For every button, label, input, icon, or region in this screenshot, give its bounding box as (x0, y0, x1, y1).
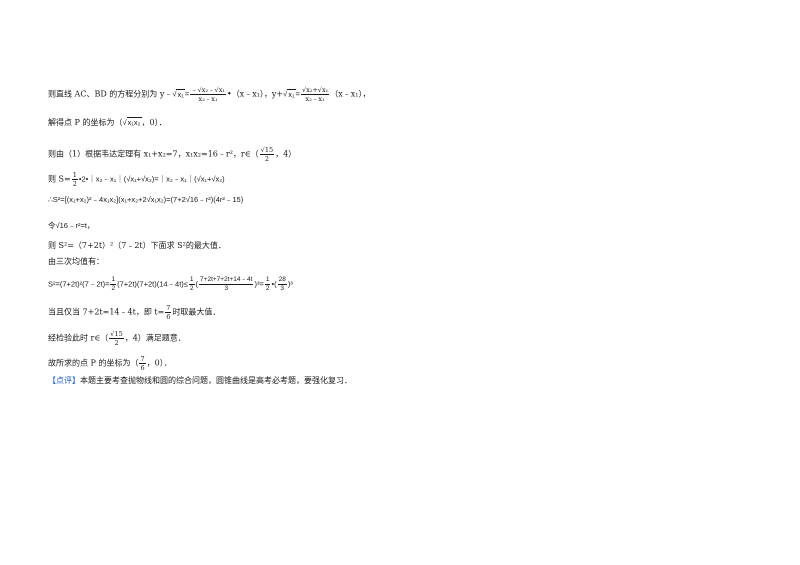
fraction-numerator: 1 (188, 276, 195, 285)
sqrt-x1x2: √x₁x₂ (122, 117, 142, 127)
text-segment: ，0）． (141, 118, 167, 127)
text-segment: 故所求的点 P 的坐标为（ (48, 358, 139, 368)
math-expression: S²=(7+2t)²(7﹣2t)= (48, 279, 110, 289)
fraction-numerator: 7 (165, 304, 172, 313)
fraction-numerator: 1 (71, 171, 78, 180)
line-s-squared: ∴S²=[(x₁+x₂)²﹣4x₁x₂](x₁+x₂+2√x₁x₂)=(7+2√… (48, 195, 244, 204)
fraction-numerator: 7+2t+7+2t+14﹣4t (199, 276, 254, 285)
fraction-numerator: ﹣√x₂﹣√x₁ (190, 86, 226, 95)
line-s2-in-t: 则 S²=（7+2t）²（7﹣2t）下面求 S²的最大值． (48, 241, 226, 250)
line-let-t: 令√16﹣r²=t， (48, 221, 95, 230)
text-segment: 则直线 AC、BD 的方程分别为 y﹣ (48, 89, 173, 99)
text-segment: ，4）满足题意． (124, 333, 186, 343)
fraction-numerator: √15 (259, 146, 275, 155)
fraction-denominator: 2 (189, 285, 194, 292)
fraction-numerator: 28 (277, 276, 287, 285)
text-segment: 经检验此时 r∈（ (48, 333, 109, 343)
fraction-numerator: 7 (139, 355, 146, 364)
line-amgm-intro: 由三次均值有： (48, 257, 104, 266)
fraction-denominator: 3 (280, 285, 284, 292)
text-segment: （x﹣x₁）， (330, 89, 371, 99)
fraction-numerator: √15 (109, 330, 124, 339)
math-expression: •( (271, 279, 277, 289)
math-expression: )³ (287, 279, 293, 289)
sqrt-x1-b: √x₁= (283, 88, 300, 99)
text-segment: 则 S= (48, 174, 71, 184)
fraction-denominator: 2 (265, 285, 270, 292)
fraction-denominator: 3 (224, 285, 229, 292)
math-expression: )³= (254, 279, 264, 289)
math-expression: ( (195, 279, 199, 289)
fraction-numerator: 1 (110, 276, 117, 285)
text-segment: ，0）． (146, 358, 172, 368)
fraction-denominator: x₂﹣x₁ (305, 95, 325, 103)
text-segment: r∈（ (240, 149, 259, 159)
fraction-denominator: x₂﹣x₁ (198, 95, 218, 103)
line-point-p: 解得点 P 的坐标为（√x₁x₂，0）． (48, 117, 167, 128)
text-segment: 当且仅当 7+2t=14﹣4t，即 t= (48, 307, 165, 317)
math-expression: (7+2t)(7+2t)(14﹣4t)≤ (117, 279, 188, 289)
text-segment: ，4） (275, 149, 297, 159)
line-comment: 【点评】本题主要考查抛物线和圆的综合问题，圆锥曲线是高考必考题，要强化复习． (48, 376, 352, 386)
fraction-denominator: 2 (111, 285, 116, 292)
text-segment: 时取最大值． (172, 307, 221, 317)
fraction-denominator: 2 (72, 180, 77, 188)
text-segment: 则由（1）根据韦达定理有 x₁+x₂=7，x₁x₂=16﹣r²， (48, 149, 241, 159)
fraction-denominator: 2 (264, 155, 269, 163)
fraction-numerator: 1 (264, 276, 271, 285)
comment-text: 本题主要考查抛物线和圆的综合问题，圆锥曲线是高考必考题，要强化复习． (80, 376, 352, 385)
comment-tag: 【点评】 (48, 376, 80, 385)
fraction-denominator: 2 (114, 339, 119, 347)
fraction-denominator: 6 (140, 364, 145, 372)
fraction-numerator: √x₂+√x₁ (300, 86, 330, 95)
sqrt-x1: √x₁= (172, 88, 190, 99)
text-segment: •（x﹣x₁），y+ (226, 89, 284, 99)
text-segment: 解得点 P 的坐标为（ (48, 118, 123, 127)
fraction-denominator: 6 (166, 313, 171, 321)
math-expression: •2•｜x₂﹣x₁｜(√x₁+√x₂)=｜x₂﹣x₁｜(√x₁+√x₂) (78, 174, 225, 184)
